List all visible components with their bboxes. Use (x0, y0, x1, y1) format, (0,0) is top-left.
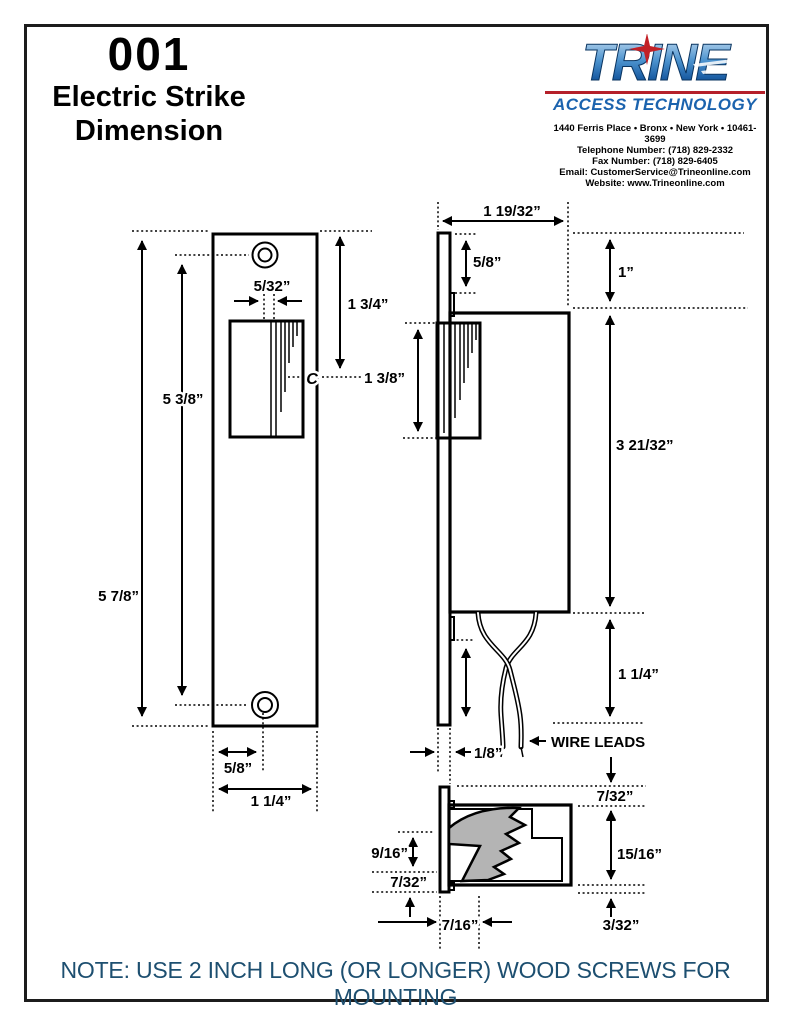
page-border (24, 24, 769, 1002)
side-faceplate (436, 231, 452, 727)
front-view (211, 232, 319, 728)
dim-throat-width: 7/16” (442, 917, 479, 934)
top-screw-hole (251, 241, 279, 269)
company-address: 1440 Ferris Place • Bronx • New York • 1… (553, 123, 757, 145)
dim-hole-offset: 5/8” (224, 760, 252, 777)
dim-faceplate-thickness: 1/8” (474, 745, 502, 762)
keeper-cutout (228, 319, 305, 439)
company-phone: Telephone Number: (718) 829-2332 (576, 145, 734, 156)
dim-plate-width: 1 1/4” (251, 793, 292, 810)
dim-overall-height: 5 7/8” (98, 588, 139, 605)
keeper-cutout-hatching (270, 321, 298, 437)
dim-cavity-depth: 15/16” (617, 846, 662, 863)
centerline-label: C (306, 371, 318, 388)
dim-lip-gap: 5/32” (254, 278, 291, 295)
bottom-view-dimensions: 7/32” 15/16” 3/32” 9/16” 7/32” 7/16” (369, 757, 665, 950)
dim-top-to-center: 1 3/4” (348, 296, 389, 313)
dim-keeper-height: 1 3/8” (364, 370, 405, 387)
dim-bottom-top-offset: 7/32” (597, 788, 634, 805)
product-number: 001 (107, 28, 191, 80)
trine-logo: TRINE (582, 33, 757, 93)
logo-speed-lines (693, 56, 757, 74)
wire-leads-label: WIRE LEADS (551, 734, 645, 751)
dim-body-height: 3 21/32” (616, 437, 674, 454)
mounting-note: NOTE: USE 2 INCH LONG (OR LONGER) WOOD S… (60, 957, 731, 1010)
side-view (435, 231, 571, 758)
title-block: 001 Electric Strike Dimension (36, 28, 262, 148)
company-email: Email: CustomerService@Trineonline.com (559, 167, 751, 178)
dim-jaw-depth: 9/16” (371, 845, 408, 862)
dim-bottom-bottom-offset: 3/32” (603, 917, 640, 934)
front-plate-outline (211, 232, 319, 728)
company-website: Website: www.Trineonline.com (585, 178, 725, 189)
dim-hole-spacing: 5 3/8” (163, 391, 204, 408)
bottom-screw-hole-inner (257, 697, 273, 713)
page-title-line1: Electric Strike (52, 81, 246, 113)
logo-star-icon (629, 33, 665, 65)
bottom-keeper-jaw (447, 806, 528, 883)
side-body (448, 311, 571, 614)
top-screw-hole-inner (257, 247, 273, 263)
side-keeper (435, 321, 482, 440)
bottom-screw-hole (251, 691, 279, 719)
bottom-view (438, 785, 573, 894)
company-logo-block: TRINE ACCESS TECHNOLOGY 1440 Ferris Plac… (543, 33, 767, 189)
dim-lip-height: 5/8” (473, 254, 501, 271)
dim-lip-offset: 7/32” (390, 874, 427, 891)
side-keeper-hatching (443, 323, 477, 438)
side-top-lip (450, 292, 455, 317)
dim-wire-clearance: 1 1/4” (618, 666, 659, 683)
dim-top-offset: 1” (618, 264, 634, 281)
dim-depth: 1 19/32” (483, 203, 541, 220)
page-title-line2: Dimension (74, 115, 224, 147)
wire-leads-wires (475, 610, 539, 758)
company-fax: Fax Number: (718) 829-6405 (592, 156, 718, 167)
front-view-dimensions: 5/32” 1 3/4” C 5 3/8” 5 7/8” 5/8” 1 1/4” (96, 230, 391, 813)
logo-tagline: ACCESS TECHNOLOGY (552, 95, 758, 114)
side-view-dimensions: 1 19/32” 5/8” 1” 1 3/8” 3 21/32” 1 1/4” … (362, 201, 748, 784)
logo-red-rule (545, 91, 765, 94)
